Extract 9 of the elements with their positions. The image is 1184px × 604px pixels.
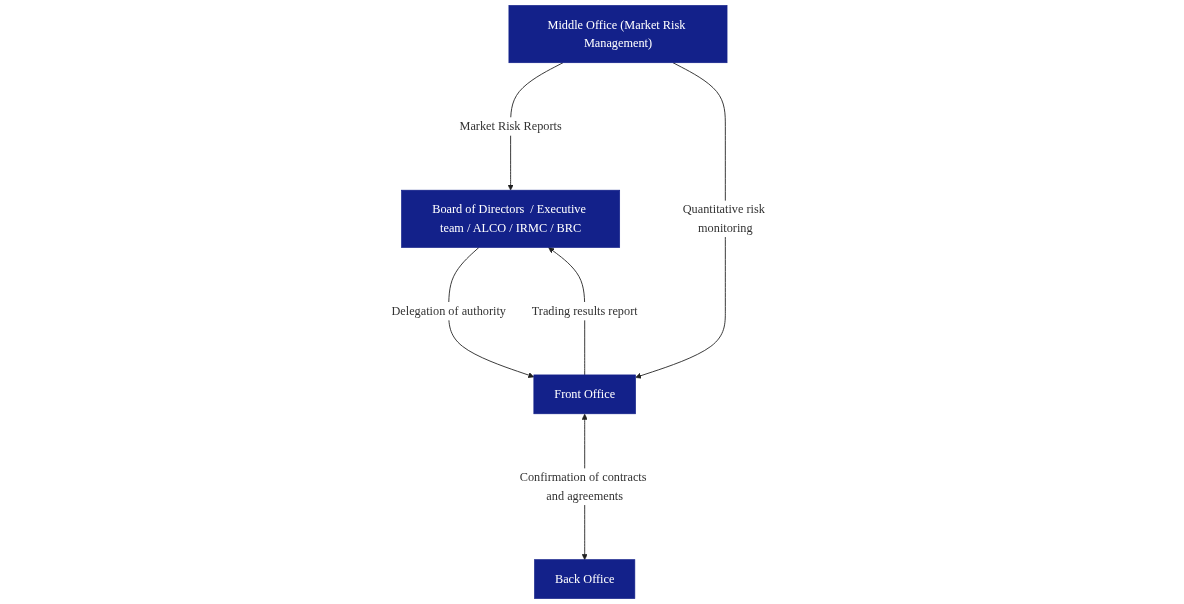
edge-label: Delegation of authority — [390, 304, 506, 318]
node-box: Middle Office (Market Risk Management) — [508, 5, 727, 64]
node-box: Front Office — [533, 374, 636, 415]
node-box: Board of Directors / Executive team / ALCO / IRMC / BRC — [400, 189, 620, 248]
edge-label: Market Risk Reports — [459, 119, 562, 133]
edge-label: Trading results report — [531, 304, 638, 318]
node-box: Back Office — [533, 559, 635, 599]
edge-label: Quantitative risk monitoring — [682, 202, 765, 235]
edge-label: Confirmation of contracts and agreements — [519, 470, 647, 503]
